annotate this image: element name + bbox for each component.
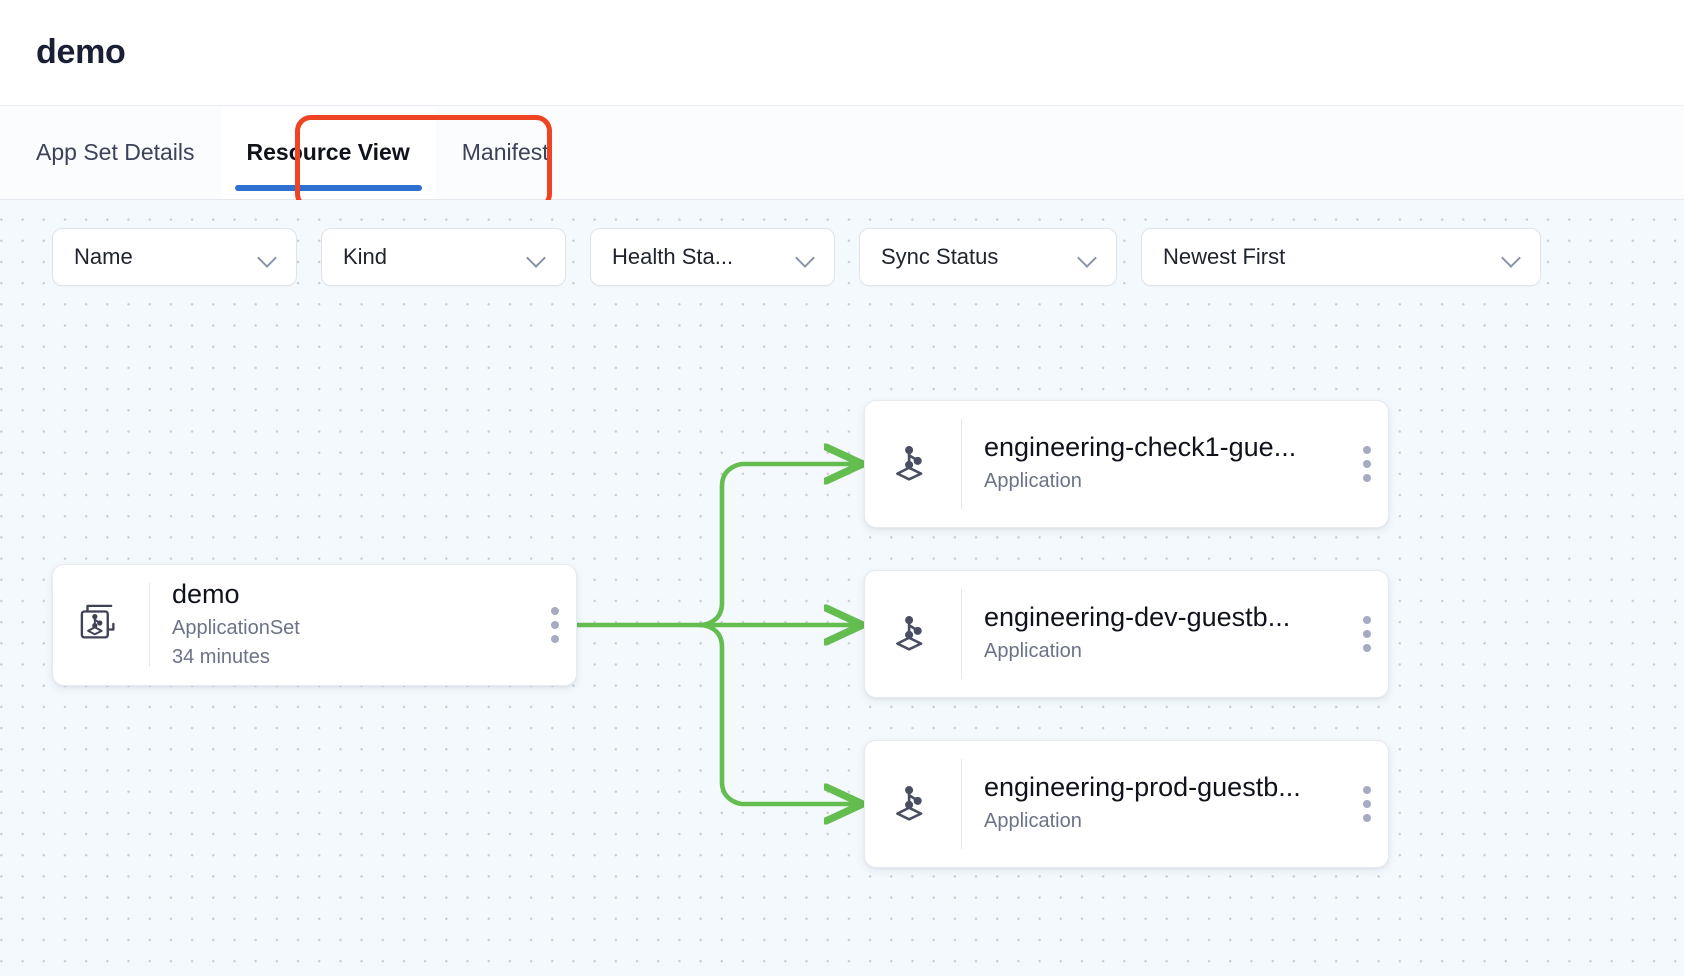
filter-toolbar: Name Kind Health Sta... Sync Status Newe… [52,228,1541,286]
filter-sync-status-value: Sync Status [881,244,999,269]
node-title: engineering-prod-guestb... [984,772,1301,803]
page-header: demo [0,0,1684,106]
node-title: engineering-dev-guestb... [984,602,1291,633]
chevron-down-icon [527,251,547,263]
node-divider [961,589,962,679]
chevron-down-icon [1502,251,1522,263]
node-content: engineering-prod-guestb... Application [962,772,1346,835]
filter-health-status-value: Health Sta... [612,244,734,269]
filter-kind-select[interactable]: Kind [321,228,566,286]
node-divider [961,759,962,849]
chevron-down-icon [258,251,278,263]
kebab-menu-icon[interactable] [534,565,576,685]
node-content: demo ApplicationSet 34 minutes [150,579,534,672]
filter-name-value: Name [74,244,133,269]
tab-label: Resource View [246,139,410,165]
node-kind: ApplicationSet [172,616,300,639]
graph-node-application-1[interactable]: engineering-check1-gue... Application [864,400,1389,528]
kebab-menu-icon[interactable] [1346,741,1388,867]
graph-node-application-2[interactable]: engineering-dev-guestb... Application [864,570,1389,698]
filter-name-select[interactable]: Name [52,228,297,286]
node-title: engineering-check1-gue... [984,432,1297,463]
node-title: demo [172,578,240,609]
filter-sync-status-select[interactable]: Sync Status [859,228,1117,286]
application-icon [865,438,961,490]
tab-resource-view[interactable]: Resource View [220,106,436,199]
filter-kind-value: Kind [343,244,388,269]
resource-graph-canvas[interactable]: Name Kind Health Sta... Sync Status Newe… [0,200,1684,976]
chevron-down-icon [1078,251,1098,263]
node-kind: Application [984,810,1082,833]
tab-label: Manifest [461,139,549,165]
node-content: engineering-dev-guestb... Application [962,602,1346,665]
sort-order-value: Newest First [1163,244,1286,269]
graph-node-applicationset[interactable]: demo ApplicationSet 34 minutes [52,564,577,686]
kebab-menu-icon[interactable] [1346,571,1388,697]
node-content: engineering-check1-gue... Application [962,432,1346,495]
node-kind: Application [984,470,1082,493]
tab-bar: App Set Details Resource View Manifest [0,106,1684,210]
node-age: 34 minutes [172,645,270,668]
page-title: demo [36,33,126,71]
application-set-icon [53,598,149,652]
tab-manifest[interactable]: Manifest [436,106,575,199]
sort-order-select[interactable]: Newest First [1141,228,1541,286]
application-icon [865,608,961,660]
node-kind: Application [984,640,1082,663]
filter-health-status-select[interactable]: Health Sta... [590,228,835,286]
application-icon [865,778,961,830]
tab-label: App Set Details [36,139,195,165]
node-divider [149,583,150,667]
tab-app-set-details[interactable]: App Set Details [36,106,221,199]
graph-node-application-3[interactable]: engineering-prod-guestb... Application [864,740,1389,868]
node-divider [961,419,962,509]
kebab-menu-icon[interactable] [1346,401,1388,527]
chevron-down-icon [796,251,816,263]
